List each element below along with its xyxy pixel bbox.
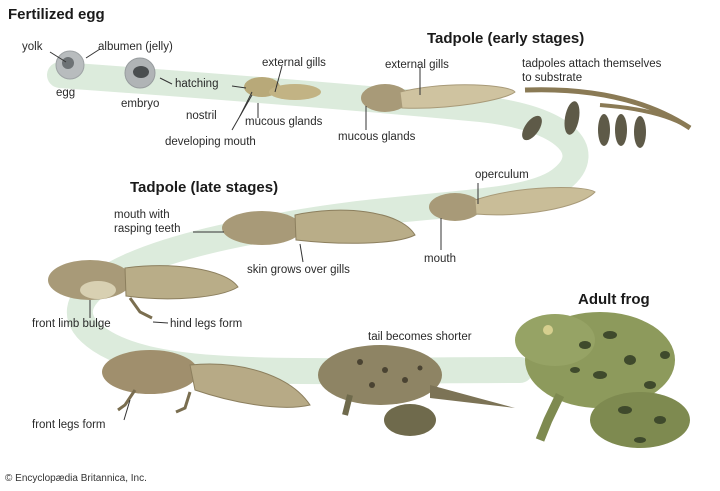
limb-bulge-tadpole-illustration <box>48 260 239 320</box>
label-external-gills-1: external gills <box>262 57 326 69</box>
operculum-tadpole-illustration <box>429 186 596 221</box>
label-skin-grows-over-gills: skin grows over gills <box>247 264 350 276</box>
label-front-limb-bulge: front limb bulge <box>32 318 111 330</box>
copyright-credit: © Encyclopædia Britannica, Inc. <box>5 473 147 484</box>
late-tadpole-illustration <box>222 209 416 245</box>
stage-title-tadpole-early: Tadpole (early stages) <box>427 30 585 47</box>
adult-frog-illustration <box>515 312 690 448</box>
front-legs-tadpole-illustration <box>102 350 311 414</box>
label-tail-becomes-shorter: tail becomes shorter <box>368 331 472 343</box>
label-hind-legs-form: hind legs form <box>170 318 243 330</box>
stage-title-fertilized-egg: Fertilized egg <box>8 6 105 23</box>
froglet-illustration <box>318 345 515 436</box>
stage-title-tadpole-late: Tadpole (late stages) <box>130 179 279 196</box>
label-mucous-glands-1: mucous glands <box>245 116 323 128</box>
label-mouth-with: mouth with <box>114 209 170 221</box>
label-rasping-teeth: rasping teeth <box>114 223 181 235</box>
label-attach-substrate-1: tadpoles attach themselves <box>522 58 662 70</box>
substrate-illustration <box>522 87 692 148</box>
early-tadpole-illustration <box>361 84 516 112</box>
label-yolk: yolk <box>22 41 43 53</box>
label-nostril: nostril <box>186 110 217 122</box>
label-albumen: albumen (jelly) <box>98 41 173 53</box>
label-front-legs-form: front legs form <box>32 419 106 431</box>
egg-illustration <box>55 50 85 80</box>
label-attach-substrate-2: to substrate <box>522 72 583 84</box>
leader-lines <box>49 48 479 421</box>
embryo-illustration <box>124 57 156 89</box>
label-egg: egg <box>56 87 76 99</box>
label-developing-mouth: developing mouth <box>165 136 256 148</box>
label-external-gills-2: external gills <box>385 59 449 71</box>
label-hatching: hatching <box>175 78 219 90</box>
label-embryo: embryo <box>121 98 160 110</box>
stage-title-adult-frog: Adult frog <box>578 291 650 308</box>
label-mouth: mouth <box>424 253 456 265</box>
hatchling-illustration <box>244 77 321 100</box>
label-operculum: operculum <box>475 169 529 181</box>
label-mucous-glands-2: mucous glands <box>338 131 416 143</box>
